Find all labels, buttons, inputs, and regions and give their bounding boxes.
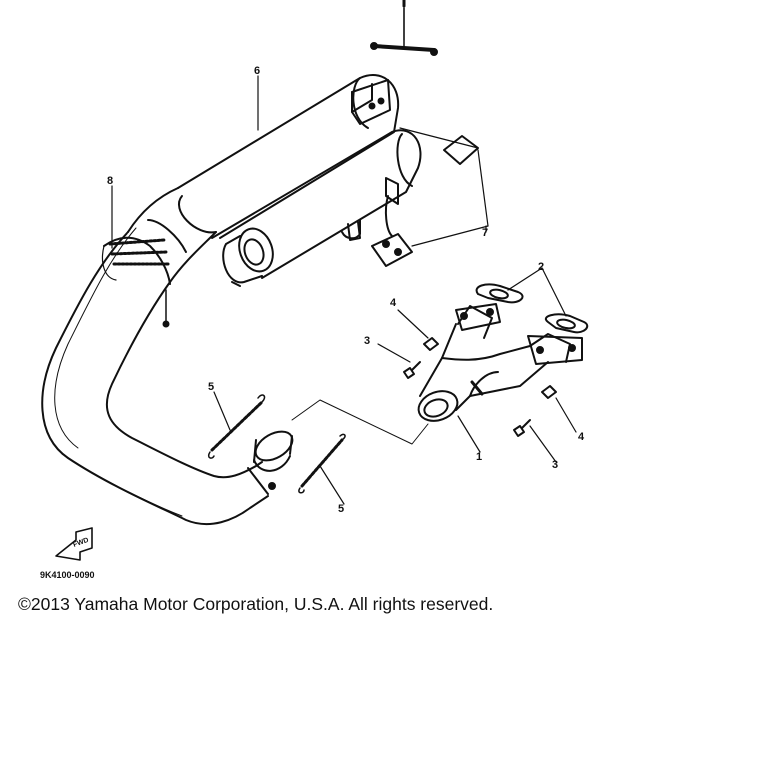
callout-5-lower: 5 [338, 503, 344, 515]
callout-1: 1 [476, 451, 482, 463]
callout-7: 7 [482, 227, 488, 239]
exhaust-manifold [417, 303, 583, 422]
callout-3-right: 3 [552, 459, 558, 471]
nut-left [423, 337, 439, 351]
upper-bracket [351, 79, 391, 125]
spring-upper [207, 394, 266, 459]
bolt-left [403, 361, 421, 379]
callout-4-right: 4 [578, 431, 585, 443]
callout-5-upper: 5 [208, 381, 214, 393]
callout-8: 8 [107, 175, 113, 187]
callout-4-left: 4 [390, 297, 397, 309]
manifold-gaskets [475, 283, 589, 334]
copyright-notice: ©2013 Yamaha Motor Corporation, U.S.A. A… [18, 594, 494, 614]
callout-6: 6 [254, 65, 260, 77]
nut-right [541, 385, 557, 399]
forward-marker-label: FWD [72, 537, 89, 549]
callout-2: 2 [538, 261, 544, 273]
callout-3-left: 3 [364, 335, 370, 347]
muffler-gasket [371, 127, 489, 267]
forward-arrow-icon [55, 527, 93, 561]
exhaust-pipe [41, 227, 294, 525]
bolt-right [513, 419, 531, 437]
drawing-code: 9K4100-0090 [40, 570, 95, 580]
leader-lines [111, 7, 577, 505]
muffler [127, 73, 422, 287]
spring-lower [298, 433, 346, 494]
lower-bracket [347, 177, 399, 241]
